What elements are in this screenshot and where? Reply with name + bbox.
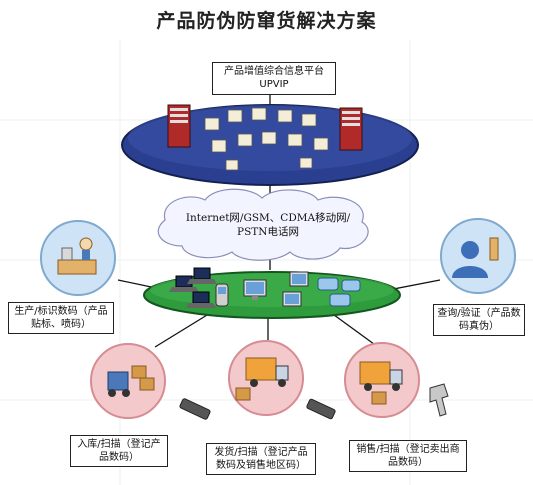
- sales-link: [329, 311, 379, 348]
- workstation-group: [204, 107, 329, 171]
- forklift-icon: [107, 365, 155, 397]
- monitor-icon: [289, 271, 309, 287]
- server-icon: [339, 107, 363, 151]
- truck-icon: [359, 361, 403, 405]
- network-label-line1: Internet网/GSM、CDMA移动网/: [185, 212, 351, 224]
- network-label-line2: PSTN电话网: [237, 226, 299, 238]
- shipping-label: 发货/扫描（登记产品数码及销售地区码）: [206, 443, 316, 475]
- phone-icon: [317, 277, 361, 307]
- page-title: 产品防伪防窜货解决方案: [156, 10, 377, 32]
- truck-icon: [235, 357, 289, 401]
- inbound-node: [90, 343, 166, 419]
- production-node: [40, 220, 116, 296]
- platform-label: 产品增值综合信息平台 UPVIP: [212, 62, 336, 95]
- barcode-scanner-icon: [489, 237, 499, 261]
- barcode-scanner-icon: [429, 383, 449, 417]
- sales-node: [344, 342, 420, 418]
- network-cloud: [157, 188, 369, 261]
- barcode-scanner-icon: [306, 398, 336, 420]
- shipping-node: [228, 340, 304, 416]
- laptop-icon: [187, 267, 217, 284]
- monitor-icon: [282, 291, 302, 307]
- sales-label: 销售/扫描（登记卖出商品数码）: [349, 440, 467, 472]
- platform-name: 产品增值综合信息平台: [224, 66, 324, 77]
- laptop-icon: [186, 291, 216, 308]
- user-icon: [452, 241, 488, 278]
- connector-lines: [117, 95, 441, 348]
- factory-icon: [57, 237, 97, 275]
- server-icon: [167, 104, 191, 148]
- inbound-link: [154, 311, 213, 348]
- query-node: [440, 218, 516, 294]
- monitor-icon: [243, 279, 267, 300]
- inbound-label: 入库/扫描（登记产品数码）: [70, 435, 168, 467]
- phone-icon: [215, 283, 229, 307]
- barcode-scanner-icon: [179, 398, 211, 420]
- query-label: 查询/验证（产品数码真伪）: [433, 304, 525, 336]
- network-label: Internet网/GSM、CDMA移动网/ PSTN电话网: [168, 211, 368, 239]
- platform-code: UPVIP: [259, 79, 289, 90]
- production-label: 生产/标识数码（产品贴标、喷码）: [8, 302, 114, 334]
